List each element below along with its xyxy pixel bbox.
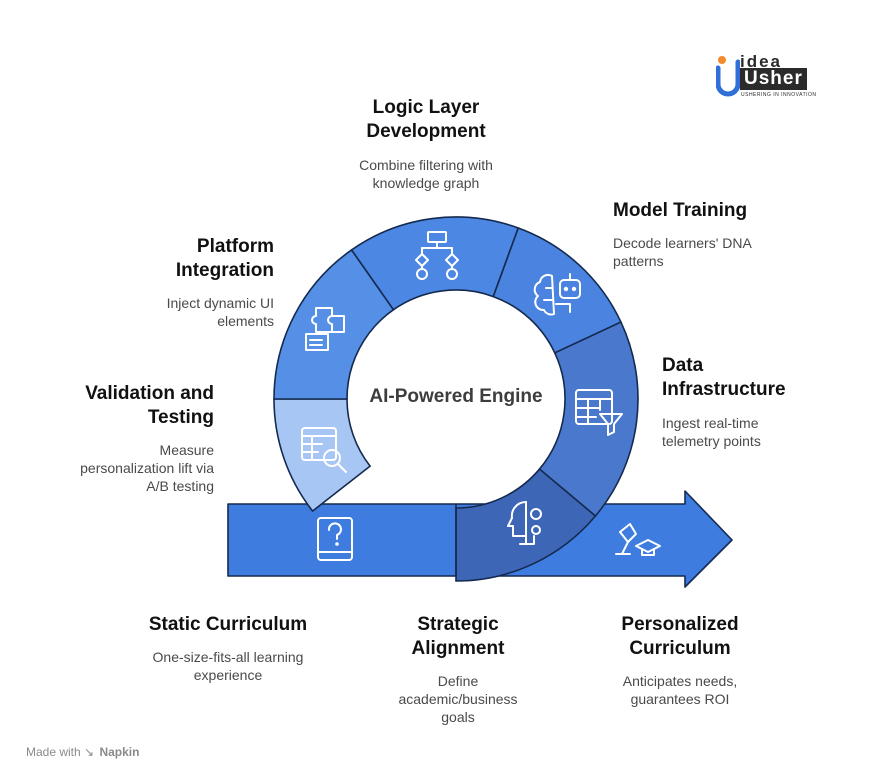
- flowchart-icon: [415, 231, 459, 280]
- title-validation: Validation and Testing: [85, 383, 214, 428]
- title-data: Data Infrastructure: [662, 355, 786, 400]
- title-platform: Platform Integration: [175, 236, 274, 281]
- title-strategic: Strategic Alignment: [411, 614, 505, 659]
- desc-data: Ingest real-time telemetry points: [662, 415, 761, 449]
- table-search-icon: [301, 427, 347, 473]
- logo-text-usher: Usher: [740, 68, 807, 90]
- title-logic: Logic Layer Development: [366, 97, 486, 142]
- lamp-graduation-icon: [615, 523, 661, 556]
- desc-model: Decode learners' DNA patterns: [613, 235, 752, 269]
- puzzle-icon: [305, 307, 345, 351]
- logo-mark-icon: [716, 56, 740, 97]
- desc-static: One-size-fits-all learning experience: [152, 649, 304, 683]
- table-filter-icon: [575, 389, 623, 436]
- napkin-icon: ↘: [84, 745, 95, 759]
- footer-brand: Napkin: [99, 745, 140, 759]
- title-model: Model Training: [613, 200, 748, 221]
- desc-validation: Measure personalization lift via A/B tes…: [80, 442, 214, 494]
- center-label: AI-Powered Engine: [369, 386, 543, 407]
- brain-robot-icon: [533, 273, 581, 316]
- title-static: Static Curriculum: [148, 614, 308, 635]
- logo-text-idea: idea: [740, 52, 783, 71]
- question-book-icon: [317, 517, 353, 561]
- desc-logic: Combine filtering with knowledge graph: [359, 157, 493, 191]
- segment-validation: [273, 398, 372, 513]
- desc-platform: Inject dynamic UI elements: [166, 295, 274, 329]
- title-personalized: Personalized Curriculum: [621, 614, 739, 659]
- logo-tagline: USHERING IN INNOVATION: [741, 92, 817, 98]
- desc-personalized: Anticipates needs, guarantees ROI: [622, 673, 738, 707]
- person-gears-icon: [507, 500, 542, 545]
- brand-logo: idea Usher USHERING IN INNOVATION: [716, 52, 836, 100]
- footer-credit: Made with ↘ Napkin: [26, 745, 139, 759]
- desc-strategic: Define academic/business goals: [398, 673, 518, 725]
- footer-made-with: Made with: [26, 745, 81, 759]
